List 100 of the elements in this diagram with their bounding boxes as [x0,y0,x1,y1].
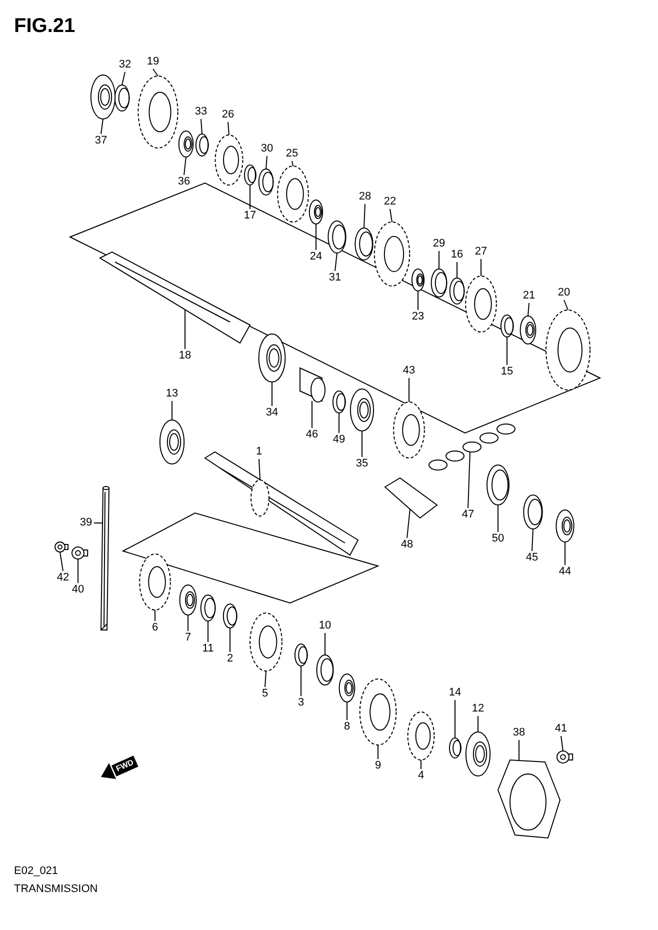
callout-number: 20 [558,288,570,298]
callout-number: 24 [310,252,322,262]
gear-drawing [277,166,309,222]
callout-number: 28 [358,192,372,202]
leader-line [468,452,470,508]
bearing-drawing [556,510,574,542]
leader-line [456,262,458,278]
shaft-drawing [98,251,251,344]
washer-drawing [328,220,346,254]
callout-number: 8 [344,722,350,732]
leader-line [532,528,534,552]
callout-number: 21 [522,290,536,302]
callout-number: 47 [462,510,474,520]
callout-number: 43 [402,366,416,376]
washer-drawing [195,134,209,156]
callout-number: 25 [286,148,298,160]
callout-number: 50 [492,534,504,544]
callout-number: 2 [226,654,234,664]
figure-title: FIG.21 [14,16,76,36]
callout-number: 37 [94,136,108,146]
callout-number: 34 [266,408,278,418]
leader-line [454,700,456,738]
washer-drawing [258,168,274,196]
rod-drawing [100,486,110,630]
washer-drawing [244,164,256,186]
callout-number: 12 [472,704,484,714]
leader-line [480,258,482,276]
leader-line [560,736,564,752]
drawing-code: E02_021 [14,866,58,877]
callout-number: 19 [146,56,160,68]
callout-number: 41 [554,724,568,734]
gear-drawing [138,76,178,148]
washer-drawing [222,604,238,628]
callout-number: 14 [448,688,462,698]
bearing-drawing [308,200,324,224]
washer-drawing [200,594,216,622]
callout-number: 1 [256,446,262,458]
leader-line [324,632,326,656]
gear-drawing [546,310,590,390]
bearing-drawing [350,388,374,432]
callout-number: 6 [152,622,158,634]
callout-number: 13 [166,388,178,400]
leader-line [364,204,366,228]
bearing-drawing [179,584,197,616]
bearing-drawing [258,334,286,382]
callout-number: 44 [558,566,572,578]
callout-number: 22 [384,196,396,208]
callout-number: 42 [56,572,70,584]
callout-number: 45 [526,552,538,564]
bearing-drawing [159,420,185,464]
callout-number: 29 [432,238,446,250]
chain-drawing [428,424,516,470]
callout-number: 30 [260,144,274,154]
leader-line [100,118,104,134]
callout-number: 9 [374,760,382,772]
callout-number: 5 [262,688,268,700]
leader-line [528,302,530,316]
callout-number: 31 [328,272,342,284]
callout-number: 16 [450,250,464,260]
callout-number: 17 [244,210,256,222]
gear-drawing [139,554,171,610]
bearing-drawing [411,268,425,292]
washer-drawing [449,738,462,758]
callout-number: 27 [474,246,488,258]
bushing-drawing [300,367,326,402]
leader-line [346,702,348,720]
callout-number: 35 [356,458,368,470]
leader-line [122,72,126,86]
leader-line [264,670,266,688]
washer-drawing [114,84,130,112]
bearing-drawing [338,674,356,702]
chain-joint-drawing [384,477,438,519]
callout-number: 11 [202,644,214,654]
washer-drawing [294,644,308,666]
leader-line [184,310,186,350]
leader-line [292,160,294,166]
washer-drawing [354,228,374,260]
callout-number: 26 [222,110,234,120]
washer-drawing [316,654,334,686]
callout-number: 23 [412,312,424,322]
gear-drawing [393,402,425,458]
leader-line [60,552,64,572]
section-name: TRANSMISSION [14,884,98,895]
leader-line [564,542,566,566]
leader-line [406,508,410,538]
bolt-drawing [54,542,68,552]
leader-line [300,666,302,696]
leader-line [258,458,260,480]
leader-line [200,118,202,134]
leader-line [506,336,508,366]
leader-line [518,740,520,760]
callout-number: 15 [500,366,514,378]
leader-line [564,300,568,310]
callout-number: 10 [318,620,332,632]
bolt-drawing [556,750,574,764]
gear-drawing [250,612,282,672]
washer-drawing [486,464,510,506]
housing-drawing [497,759,561,839]
bearing-drawing [90,74,116,120]
callout-number: 33 [194,106,208,118]
